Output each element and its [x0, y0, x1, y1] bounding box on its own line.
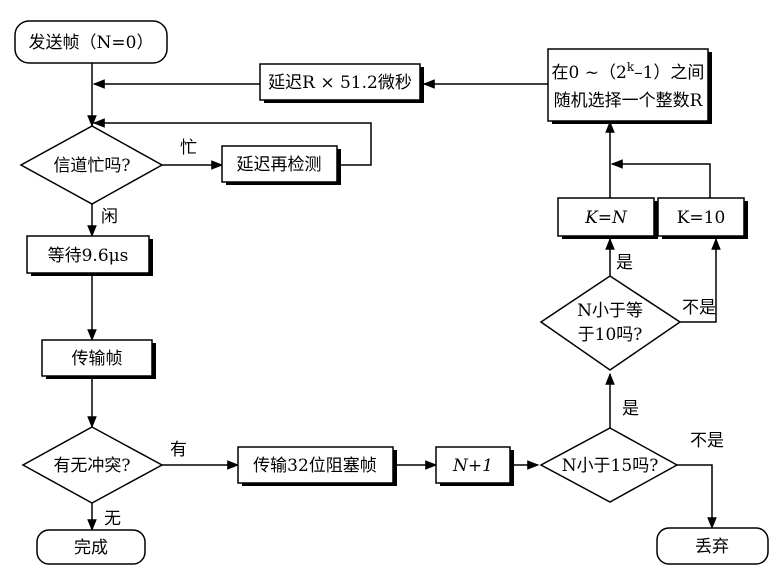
node-delay-r-label: 延迟R × 51.2微秒: [268, 73, 412, 93]
edge-labels: 忙 闲 有 无 是 不是 是 不是: [101, 138, 724, 529]
node-done-label: 完成: [74, 538, 108, 558]
node-wait-label: 等待9.6μs: [48, 246, 129, 266]
node-k-eq-10-label: K=10: [677, 208, 726, 228]
node-start: 发送帧（N=0）: [14, 20, 168, 64]
node-random-line1: 在0 ~（2k–1）之间: [552, 60, 705, 83]
edge-recheck-loop: [92, 118, 372, 166]
node-delay-r: 延迟R × 51.2微秒: [259, 63, 424, 103]
node-wait: 等待9.6μs: [26, 235, 153, 276]
node-delay-recheck-label: 延迟再检测: [237, 155, 322, 175]
node-collision-label: 有无冲突?: [53, 456, 130, 476]
edge-label-has: 有: [170, 440, 187, 460]
node-n-le-10-decision: N小于等 于10吗?: [539, 275, 682, 371]
node-n-plus-1: N+1: [435, 446, 514, 486]
node-jam-label: 传输32位阻塞帧: [253, 456, 377, 476]
node-transmit: 传输帧: [41, 339, 156, 379]
node-n-less-15-decision: N小于15吗?: [539, 427, 679, 503]
node-k-eq-10: K=10: [657, 197, 748, 239]
edge-k10-to-merge: [610, 159, 711, 198]
node-jam: 传输32位阻塞帧: [237, 446, 397, 486]
node-start-label: 发送帧（N=0）: [29, 33, 154, 53]
node-transmit-label: 传输帧: [72, 349, 123, 369]
node-channel-busy-label: 信道忙吗?: [53, 156, 130, 176]
node-k-eq-n-label: K=N: [584, 208, 628, 228]
node-collision-decision: 有无冲突?: [21, 426, 164, 504]
edge-label-none: 无: [104, 509, 121, 529]
node-done: 完成: [36, 529, 146, 565]
edge-label-busy: 忙: [180, 138, 197, 158]
node-n-le-10-line1: N小于等: [577, 301, 643, 321]
node-n-plus-1-label: N+1: [452, 456, 493, 476]
node-k-eq-n: K=N: [557, 197, 658, 239]
edge-n15-to-discard: [677, 464, 717, 530]
edge-label-no-15: 不是: [690, 431, 724, 451]
node-delay-recheck: 延迟再检测: [221, 145, 341, 185]
edge-label-yes-15: 是: [622, 399, 639, 419]
node-discard: 丢弃: [656, 527, 769, 565]
edge-label-yes-10: 是: [616, 253, 633, 273]
node-random-line2: 随机选择一个整数R: [554, 91, 704, 111]
connectors: [87, 63, 721, 532]
node-random-select: 在0 ~（2k–1）之间 随机选择一个整数R: [547, 48, 712, 124]
edge-label-idle: 闲: [101, 207, 118, 227]
node-channel-busy-decision: 信道忙吗?: [19, 125, 164, 205]
edge-n10-to-k10: [680, 237, 721, 323]
node-n-le-10-line2: 于10吗?: [578, 325, 643, 345]
node-discard-label: 丢弃: [695, 537, 729, 557]
edge-label-no-10: 不是: [682, 298, 716, 318]
node-n-less-15-label: N小于15吗?: [562, 456, 659, 476]
